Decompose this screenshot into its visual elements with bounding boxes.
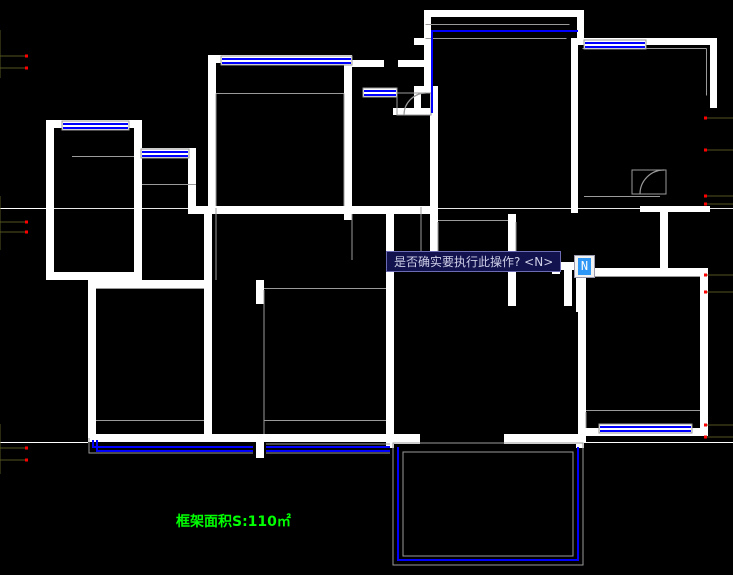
door-arc-layer — [400, 92, 665, 195]
detail-line-layer — [72, 23, 708, 566]
window-center-top — [220, 55, 353, 66]
window-left-upper — [61, 120, 130, 131]
door-arc-1 — [403, 92, 427, 116]
window-right-bottom — [598, 423, 693, 434]
window-center-small — [362, 87, 398, 98]
window-left-mid — [140, 148, 190, 159]
dynamic-input-value: N — [578, 258, 591, 275]
area-annotation-label: 框架面积S:110㎡ — [176, 514, 291, 530]
door-arc-2 — [639, 169, 665, 195]
door-arc-3 — [400, 114, 414, 128]
window-top-right — [583, 39, 647, 50]
command-prompt-tooltip: 是否确实要执行此操作? <N> — [386, 251, 562, 272]
window-bottom-left — [88, 438, 253, 454]
balcony-railing-bottom — [397, 447, 579, 561]
window-bottom-center — [266, 443, 390, 454]
reference-line-layer — [0, 207, 733, 444]
wall-layer — [46, 10, 717, 458]
dimension-layer — [0, 30, 733, 474]
dynamic-input-box[interactable]: N — [574, 255, 595, 278]
balcony-railing-top — [431, 30, 578, 113]
window-layer — [61, 30, 693, 561]
